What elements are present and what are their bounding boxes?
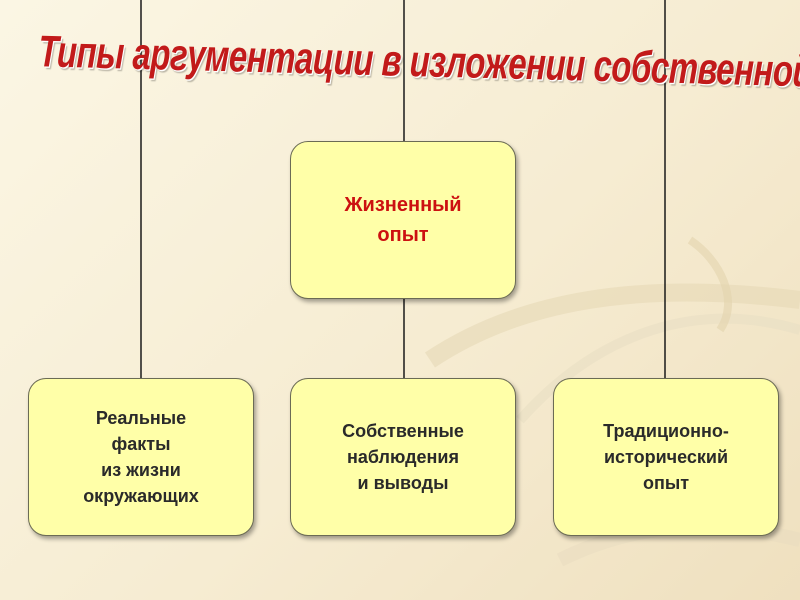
child-node-real-facts: Реальные факты из жизни окружающих [28,378,254,536]
diagram-title: Типы аргументации в изложении собственно… [37,26,800,140]
root-node-life-experience: Жизненный опыт [290,141,516,299]
child-node-traditional-historical: Традиционно- исторический опыт [553,378,779,536]
child-node-own-observations: Собственные наблюдения и выводы [290,378,516,536]
